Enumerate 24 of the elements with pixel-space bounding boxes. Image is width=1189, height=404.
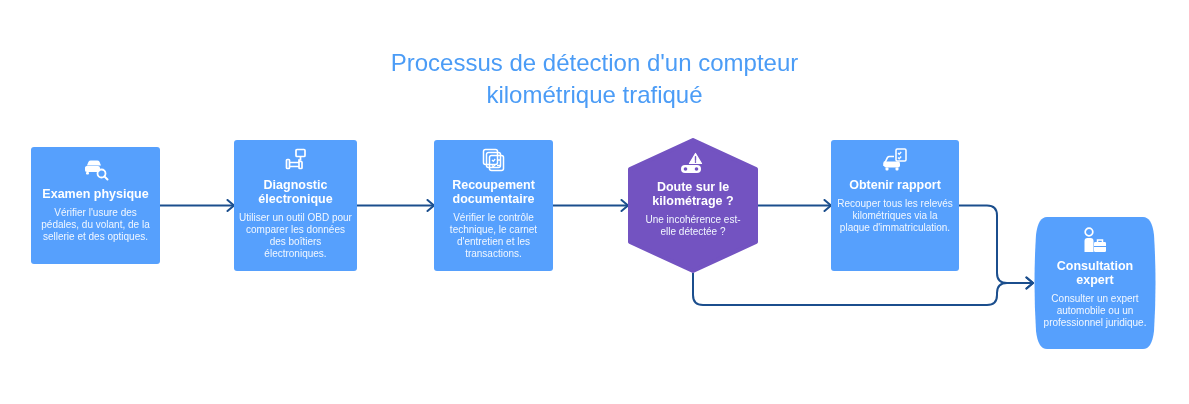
step-title: Obtenir rapport [849, 178, 941, 192]
step-description: Vérifier l'usure des pédales, du volant, de la sellerie et des optiques. [40, 207, 151, 243]
step-description: Recouper tous les relevés kilométriques via la plaque d'immatriculation. [837, 198, 953, 234]
process-box [831, 140, 959, 271]
process-box [234, 140, 357, 271]
step-title: Consultation expert [1055, 259, 1135, 287]
step-title: Doute sur le kilométrage ? [651, 180, 735, 208]
arrow [356, 199, 435, 212]
arrow [757, 199, 832, 212]
process-box [434, 140, 553, 271]
step-title: Examen physique [42, 187, 149, 201]
terminal-shape [1033, 217, 1157, 349]
step-description: Une incohérence est-elle détectée ? [644, 214, 742, 238]
step-title: Recoupement documentaire [451, 178, 536, 206]
process-box [31, 147, 160, 264]
arrow [692, 272, 1034, 306]
step-description: Vérifier le contrôle technique, le carnet d'entretien et les transactions. [448, 212, 539, 260]
diagram-title: Processus de détection d'un compteur kilométrique trafiqué [389, 48, 800, 110]
step-description: Utiliser un outil OBD pour comparer les données des boîtiers électroniques. [239, 212, 352, 260]
decision-hexagon [628, 138, 758, 273]
arrow [552, 199, 629, 212]
arrow [159, 199, 235, 212]
step-title: Diagnostic électronique [257, 178, 334, 206]
step-description: Consulter un expert automobile ou un professionnel juridique. [1042, 293, 1148, 329]
